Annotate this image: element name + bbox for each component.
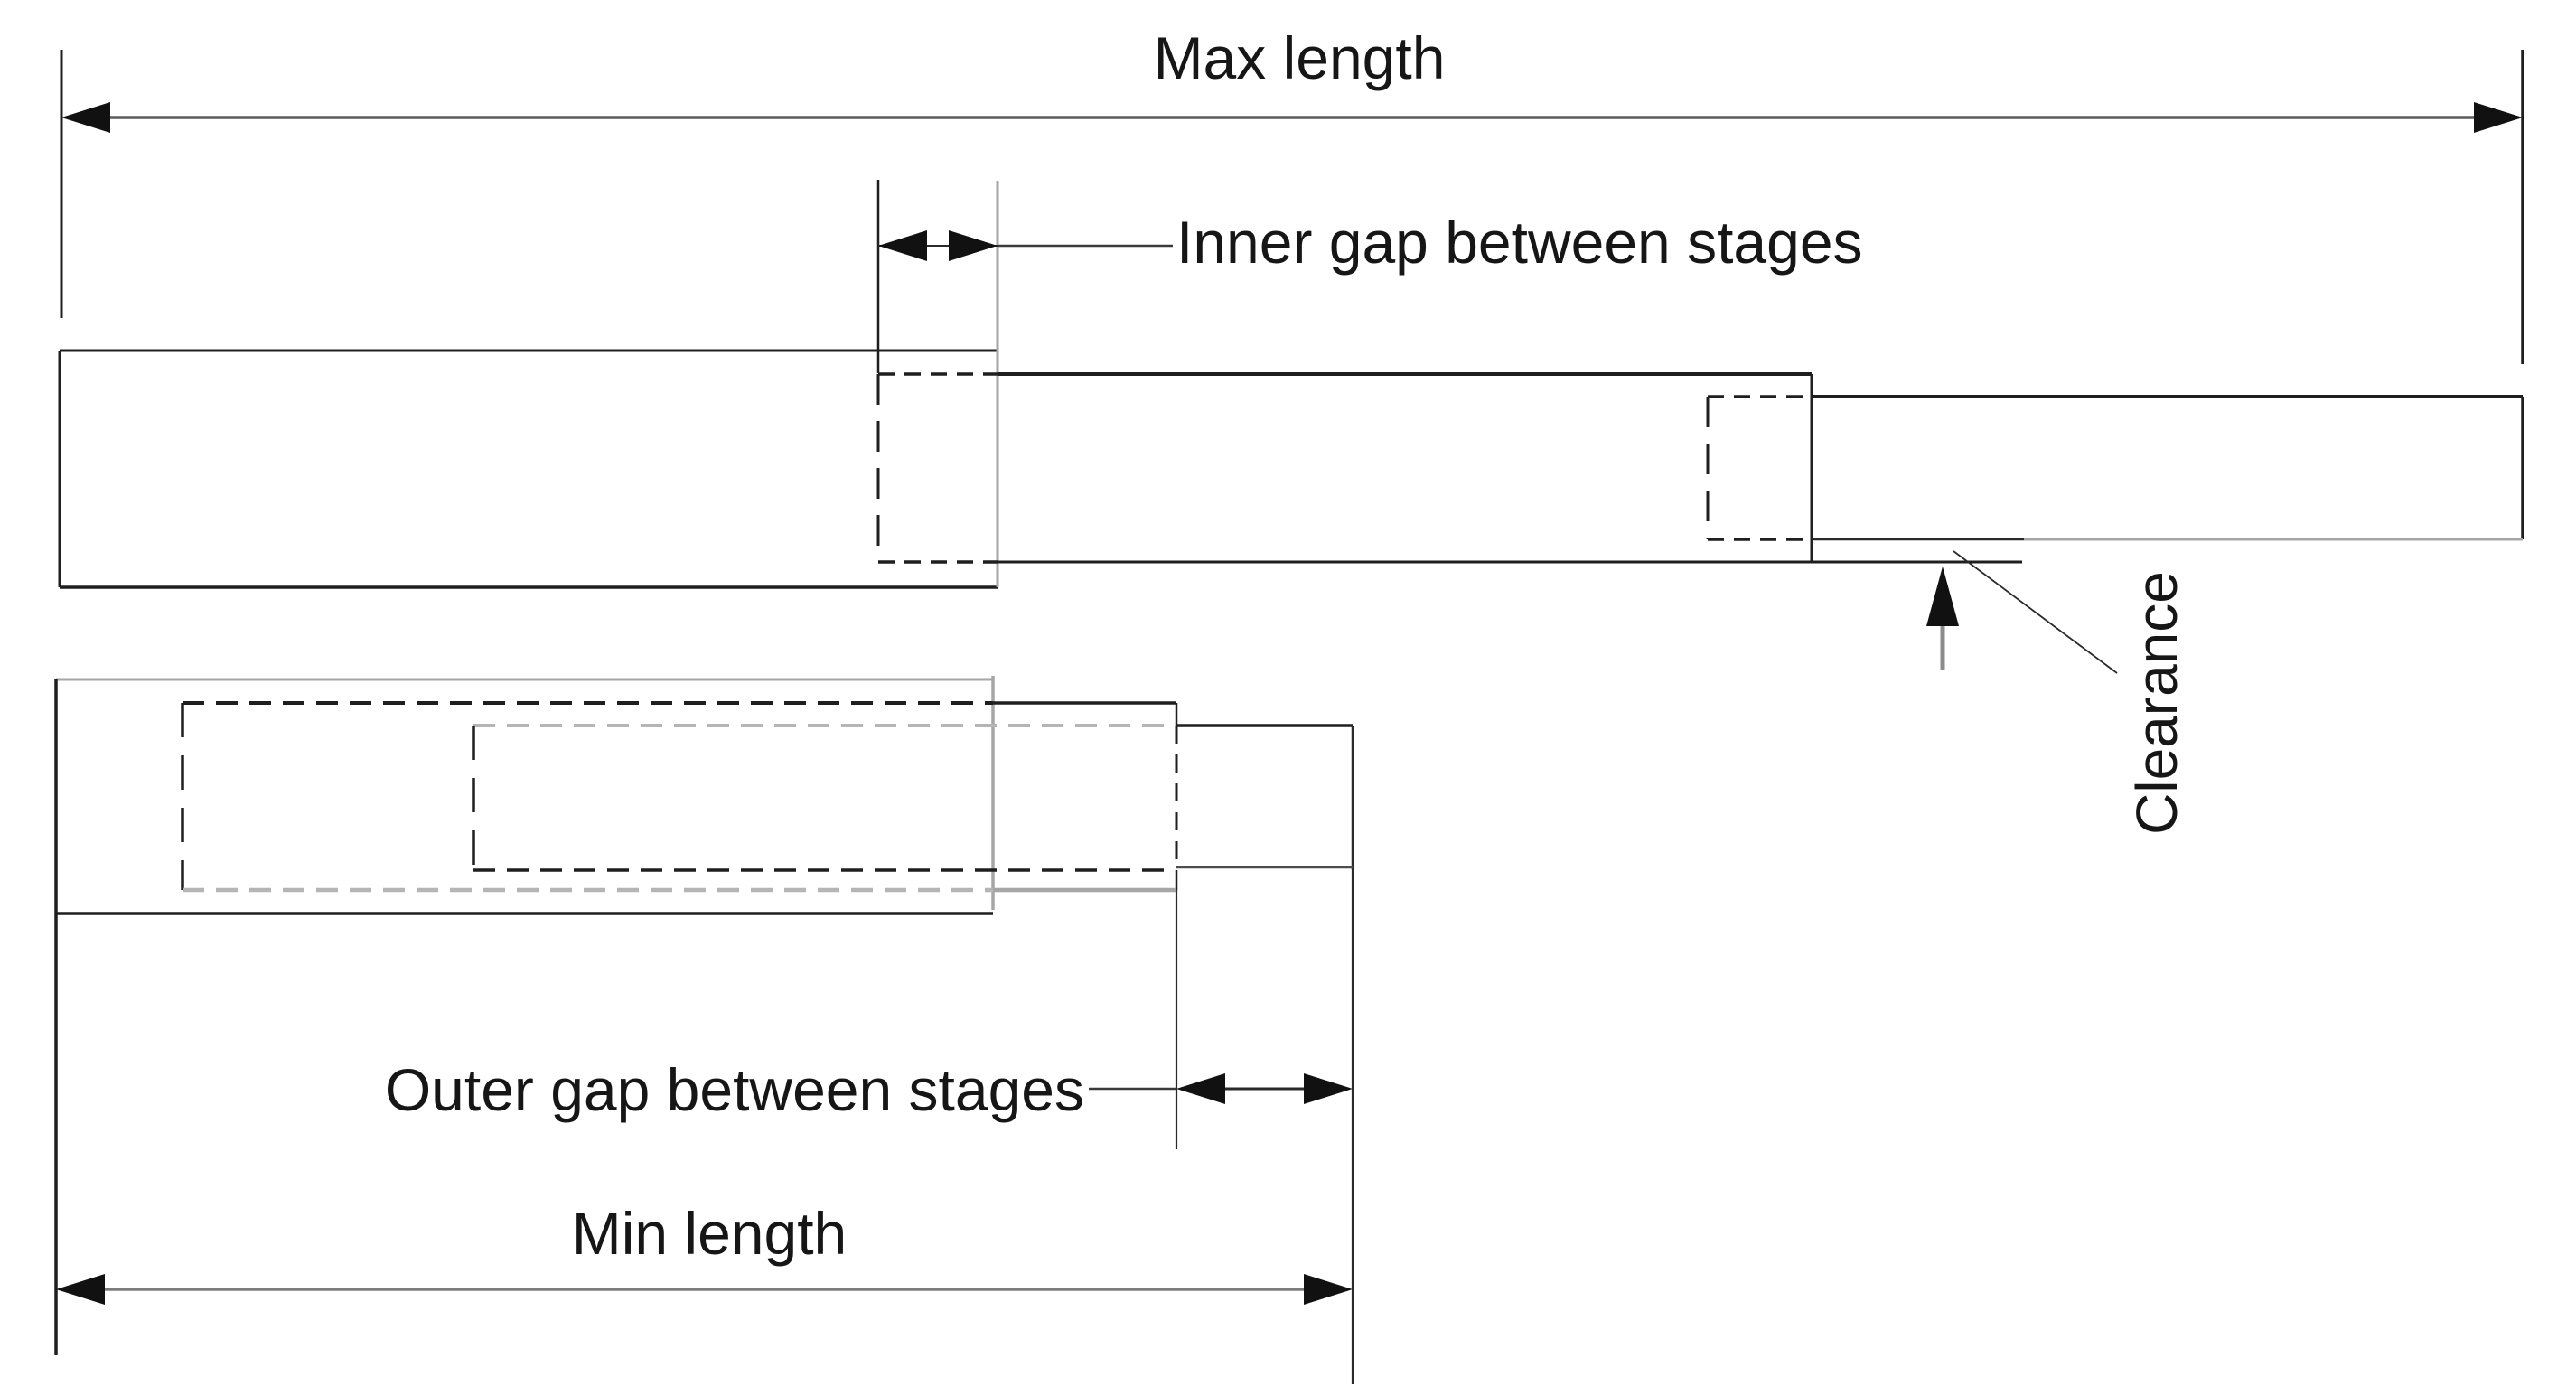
clearance-up-arrow-icon (1926, 567, 1959, 626)
extended-stage1 (58, 181, 999, 589)
outer-gap-arrow-right-icon (1304, 1073, 1353, 1104)
max-length-label: Max length (1154, 24, 1446, 91)
max-length-dimension: Max length (60, 24, 2524, 364)
extended-stage3 (1706, 395, 2524, 541)
clearance-label: Clearance (2124, 571, 2189, 835)
outer-gap-dimension: Outer gap between stages (385, 870, 1354, 1384)
retracted-stage2 (181, 701, 1178, 893)
min-length-arrow-left-icon (56, 1274, 105, 1305)
max-length-arrow-left-icon (61, 102, 110, 133)
clearance-annotation: Clearance (1926, 550, 2189, 835)
retracted-stage1 (54, 676, 995, 1355)
clearance-leader-line (1953, 550, 2118, 674)
inner-gap-arrow-right-icon (949, 230, 998, 261)
retracted-view: Outer gap between stages Min length (54, 676, 1354, 1384)
max-length-arrow-right-icon (2474, 102, 2523, 133)
retracted-stage3 (472, 724, 1354, 872)
min-length-label: Min length (572, 1200, 848, 1267)
min-length-arrow-right-icon (1304, 1274, 1353, 1305)
extended-view: Max length Inner gap between stages Clea… (58, 24, 2524, 835)
inner-gap-arrow-left-icon (878, 230, 927, 261)
extended-stage2 (876, 372, 2022, 564)
outer-gap-arrow-left-icon (1176, 1073, 1225, 1104)
inner-gap-dimension: Inner gap between stages (876, 180, 1863, 373)
min-length-dimension: Min length (56, 1200, 1353, 1305)
outer-gap-label: Outer gap between stages (385, 1056, 1084, 1123)
inner-gap-label: Inner gap between stages (1176, 209, 1863, 276)
